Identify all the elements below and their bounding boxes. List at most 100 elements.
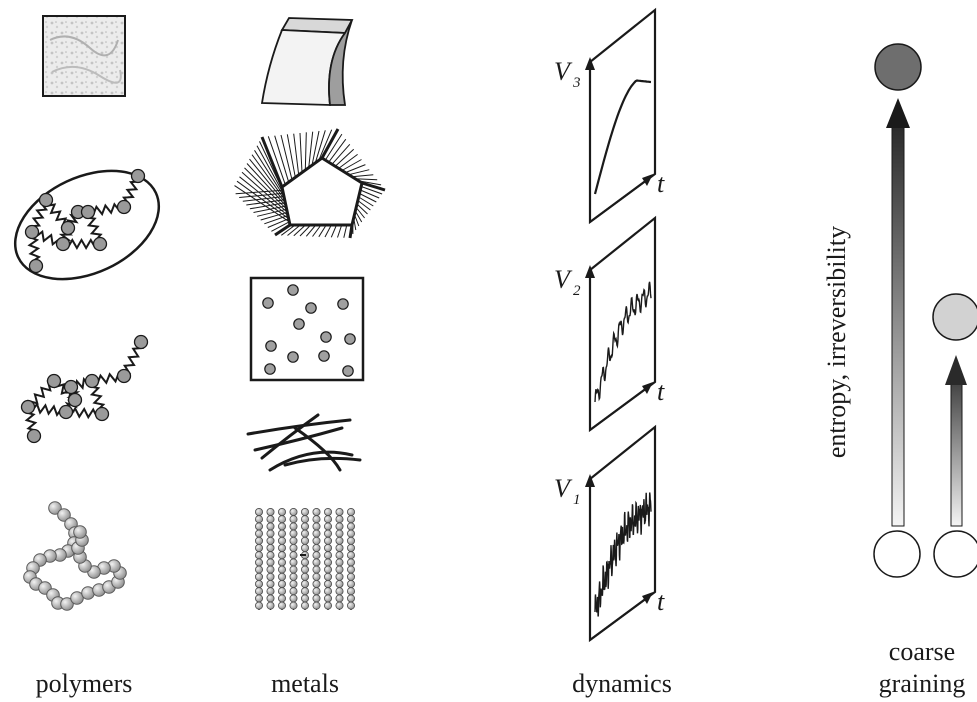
atom: [346, 558, 355, 567]
atom: [323, 594, 332, 603]
atom: [323, 536, 332, 545]
grain-hatch: [286, 134, 296, 178]
time-series: [593, 79, 652, 195]
atom: [254, 580, 263, 589]
particle-box: [249, 276, 365, 382]
atom: [289, 601, 298, 610]
atom: [254, 536, 263, 545]
bead: [116, 199, 132, 215]
grain-hatch: [324, 224, 332, 238]
atom: [277, 594, 286, 603]
particle: [265, 340, 277, 352]
atom: [300, 529, 309, 538]
atom: [312, 558, 321, 567]
chain-bead: [73, 525, 87, 539]
atom: [266, 572, 275, 581]
atom: [277, 515, 286, 524]
atom: [254, 551, 263, 560]
grain-hatch: [267, 136, 286, 185]
grain-hatch: [267, 218, 289, 228]
bead: [63, 379, 79, 395]
atom: [312, 515, 321, 524]
atom: [277, 580, 286, 589]
atom: [300, 601, 309, 610]
atom: [346, 572, 355, 581]
atom: [323, 587, 332, 596]
polymers-column: polymers: [13, 15, 161, 698]
grain-hatch: [331, 143, 351, 165]
grain-hatch: [251, 154, 286, 200]
atom: [312, 580, 321, 589]
atom: [254, 587, 263, 596]
v-axis-subscript: 2: [573, 283, 581, 299]
atom: [323, 580, 332, 589]
t-axis-label: t: [657, 377, 665, 406]
grain-hatch: [280, 134, 293, 180]
atom: [289, 536, 298, 545]
dislocation-lines: [246, 413, 362, 472]
atom: [300, 544, 309, 553]
grain-hatch: [311, 130, 320, 166]
bead: [116, 368, 132, 384]
label-dynamics: dynamics: [572, 669, 672, 698]
atom: [335, 601, 344, 610]
grain-hatch: [253, 205, 287, 213]
atom: [254, 515, 263, 524]
atom: [277, 544, 286, 553]
label-metals: metals: [271, 669, 339, 698]
small-arrow-shaft: [950, 382, 963, 527]
grain-hatch: [351, 174, 374, 178]
atom: [335, 544, 344, 553]
atom: [312, 565, 321, 574]
atom: [323, 507, 332, 516]
grain-structure: [234, 128, 386, 239]
atom: [254, 601, 263, 610]
atom: [277, 587, 286, 596]
atom: [289, 572, 298, 581]
grain-hatch: [348, 169, 370, 176]
grain-boundary: [320, 128, 340, 159]
atom: [335, 522, 344, 531]
blob-ellipse: [13, 169, 161, 281]
label-graining: graining: [879, 669, 966, 698]
grain-hatch: [312, 224, 322, 237]
v-axis-arrowhead: [585, 474, 595, 487]
grain-hatch: [256, 208, 287, 217]
grain-hatch: [235, 189, 283, 195]
t-axis: [589, 594, 652, 641]
continuum-square: [42, 15, 126, 97]
t-axis-arrowhead: [642, 174, 653, 186]
atom: [277, 558, 286, 567]
chain-bead: [57, 508, 71, 522]
big-arrow-shaft: [891, 125, 905, 527]
v-axis-label: V: [554, 474, 573, 503]
atom: [266, 522, 275, 531]
atom: [289, 551, 298, 560]
atom: [312, 594, 321, 603]
grain-hatch: [355, 207, 365, 219]
grain-hatch: [341, 159, 362, 171]
grain-hatch: [299, 224, 312, 237]
coarse-graining-column: entropy, irreversibility coarse graining: [822, 43, 977, 698]
bead: [84, 373, 100, 389]
atom: [312, 522, 321, 531]
grain-hatch: [274, 135, 290, 183]
grain-hatch: [236, 180, 289, 220]
small-arrow-head: [945, 355, 967, 385]
atom: [289, 515, 298, 524]
v-axis-label: V: [554, 265, 573, 294]
panel-frame: [588, 7, 657, 225]
atom: [266, 601, 275, 610]
bead: [94, 406, 110, 422]
atom: [266, 558, 275, 567]
atom: [254, 572, 263, 581]
atom: [277, 522, 286, 531]
bead: [38, 192, 54, 208]
atom: [266, 536, 275, 545]
mid-state-circle: [932, 293, 977, 341]
grain-hatch: [358, 196, 374, 207]
atom: [289, 544, 298, 553]
grain-hatch: [293, 133, 300, 175]
bead: [80, 204, 96, 220]
